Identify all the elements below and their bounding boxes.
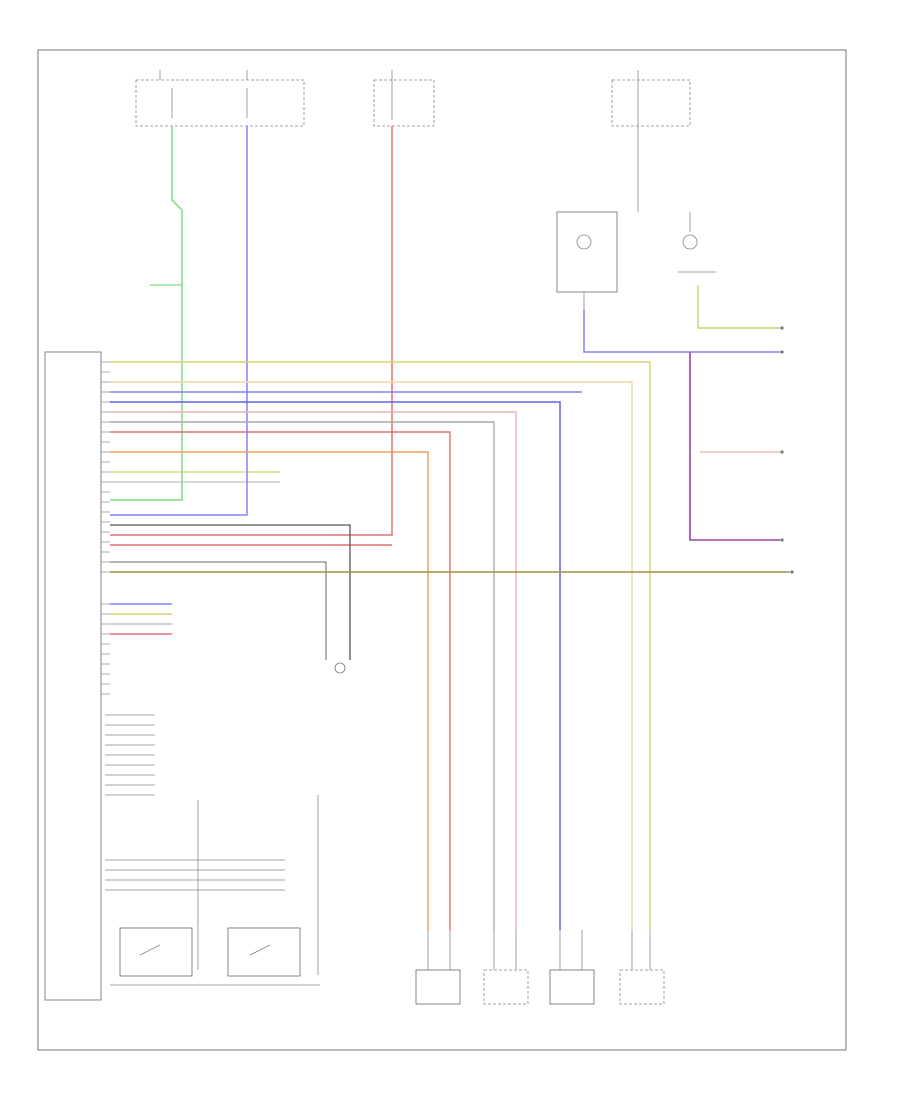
fuse-block-center bbox=[373, 79, 435, 127]
wire-yellow-top bbox=[110, 361, 651, 930]
wire-blue-sensor bbox=[110, 401, 561, 930]
ecm-pin-ticks bbox=[101, 361, 110, 695]
wire-dark-1 bbox=[110, 524, 351, 660]
lower-harness bbox=[105, 714, 285, 891]
wire-red-2 bbox=[110, 431, 451, 930]
wire-green-main bbox=[110, 126, 183, 501]
sensor-box-4 bbox=[619, 969, 665, 1005]
wire-pink bbox=[110, 411, 517, 930]
relay-left bbox=[556, 211, 618, 293]
relay-left-coil bbox=[576, 234, 592, 250]
fuse-block-right bbox=[611, 79, 691, 127]
wire-gray-1 bbox=[110, 561, 327, 660]
ecm-block bbox=[44, 351, 102, 1001]
switch-right-blade bbox=[249, 944, 271, 956]
sensor-leads bbox=[427, 930, 651, 970]
wire-red-center bbox=[110, 126, 393, 536]
diagram-frame bbox=[37, 49, 847, 1051]
switch-left-blade bbox=[139, 944, 161, 956]
wire-orange bbox=[110, 451, 429, 930]
sensor-box-2 bbox=[483, 969, 529, 1005]
fuse-block-left bbox=[135, 79, 305, 127]
wire-green-right bbox=[697, 285, 780, 329]
wire-blue-left bbox=[110, 126, 248, 516]
switch-left bbox=[119, 927, 193, 977]
right-terminals bbox=[780, 326, 794, 574]
wire-cream bbox=[110, 381, 633, 930]
sensor-switch bbox=[334, 662, 346, 674]
wire-purple-right bbox=[689, 352, 780, 541]
ecm-short-wires bbox=[110, 471, 280, 635]
wire-blue-right bbox=[583, 310, 780, 353]
switch-right bbox=[227, 927, 301, 977]
wire-gray-2 bbox=[110, 421, 495, 930]
sensor-box-3 bbox=[549, 969, 595, 1005]
sensor-box-1 bbox=[415, 969, 461, 1005]
relay-right-coil bbox=[682, 234, 698, 250]
